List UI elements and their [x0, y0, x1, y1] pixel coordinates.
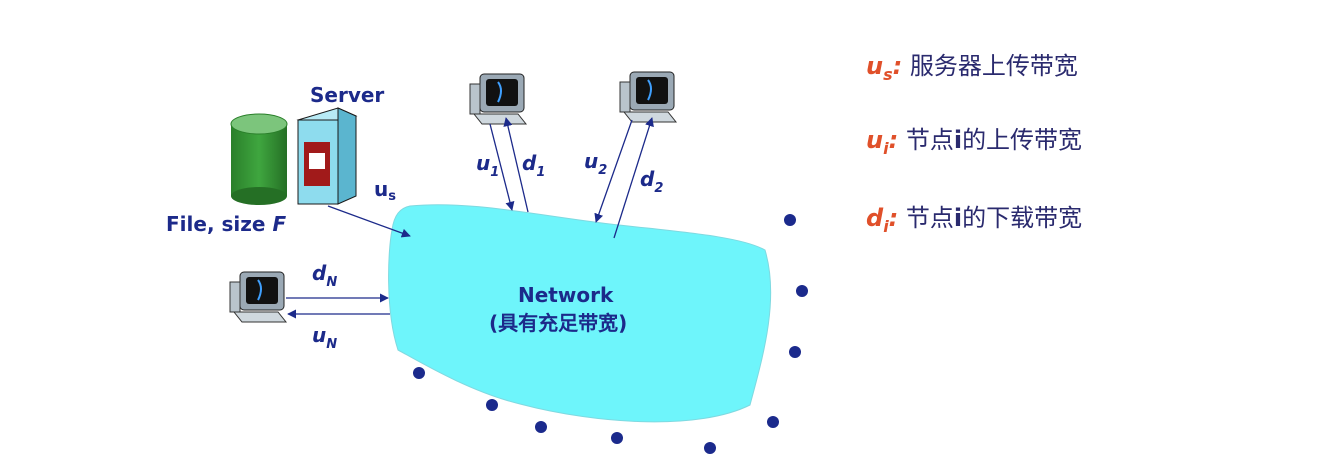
- legend-ui: ui: 节点i的上传带宽: [866, 126, 1083, 158]
- label-dN: dN: [312, 261, 337, 290]
- label-u1: u1: [476, 151, 499, 180]
- server-icon: [296, 107, 358, 205]
- legend-us: us: 服务器上传带宽: [866, 52, 1078, 84]
- computer-icon: [229, 271, 288, 323]
- peer-dots: [413, 214, 808, 454]
- arrow-u2: [594, 119, 633, 223]
- peer-dot: [535, 421, 547, 433]
- peer-dot: [486, 399, 498, 411]
- legend-di: di: 节点i的下载带宽: [866, 204, 1083, 236]
- file-size-label: File, size F: [166, 212, 286, 236]
- peer-dot: [784, 214, 796, 226]
- computer-icon: [619, 71, 678, 123]
- peer-dot: [611, 432, 623, 444]
- computer-icon: [469, 73, 528, 125]
- peer-dot: [704, 442, 716, 454]
- peer-dot: [413, 367, 425, 379]
- label-uN: uN: [312, 323, 337, 352]
- arrow-u1: [489, 123, 515, 211]
- label-us: us: [374, 177, 396, 204]
- peer-dot: [796, 285, 808, 297]
- network-name: Network: [518, 283, 614, 307]
- network-note: (具有充足带宽): [489, 311, 627, 335]
- peer-dot: [767, 416, 779, 428]
- label-u2: u2: [584, 149, 607, 178]
- arrow-d1: [503, 117, 529, 213]
- arrow-d2: [613, 117, 654, 239]
- network-cloud: [388, 204, 772, 423]
- peer-dot: [789, 346, 801, 358]
- label-d1: d1: [522, 151, 545, 180]
- label-d2: d2: [640, 167, 663, 196]
- database-icon: [230, 113, 288, 205]
- server-title: Server: [310, 83, 384, 107]
- arrow-us: [327, 205, 411, 238]
